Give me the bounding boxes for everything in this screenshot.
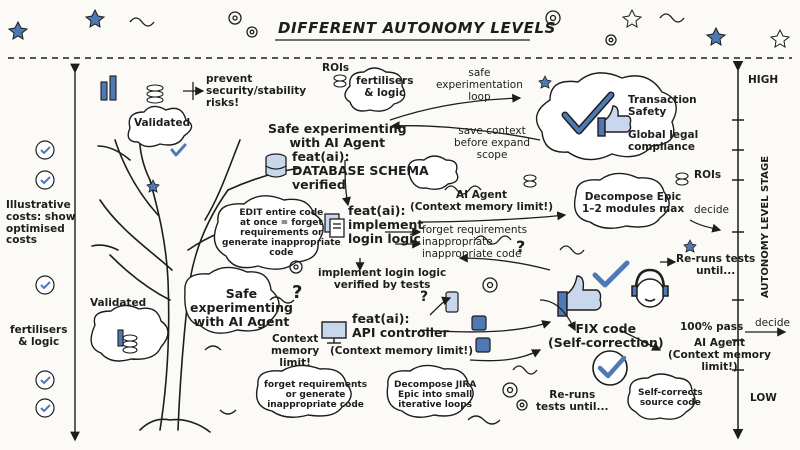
label-validated-top: Validated: [134, 117, 191, 129]
cloud-decompose-epic: [573, 172, 670, 229]
left-coin-column: [35, 140, 55, 418]
label-feat-api: feat(ai): API controller: [352, 311, 449, 340]
label-self-corrects: Self-corrects source code: [638, 388, 703, 409]
document-icons: [324, 213, 345, 238]
label-decide-mid: decide: [694, 204, 729, 216]
label-safe-experimenting-mid: Safe experimenting with AI Agent: [190, 286, 293, 329]
label-context-memory-left: Context memory limit!: [271, 333, 320, 369]
social-app-icons: [445, 291, 491, 353]
cloud-compliance: [535, 72, 677, 161]
money-stack-icons: [100, 74, 689, 354]
monitor-icon: [321, 321, 347, 344]
gear-icons: [289, 260, 528, 411]
label-safe-loop: safe experimentation loop: [436, 67, 523, 103]
label-illustrative-costs: Illustrative costs: show optimised costs: [6, 199, 76, 247]
cloud-validated-top: [127, 105, 193, 148]
axis-decide-label: decide: [755, 317, 790, 329]
label-transaction-safety: Transaction Safety: [628, 94, 697, 118]
label-prevent-risks: prevent security/stability risks!: [206, 73, 307, 109]
label-ai-agent-memory-right: AI Agent (Context memory limit!): [668, 337, 772, 373]
question-mark: ?: [420, 289, 429, 305]
label-fertilisers-left: fertilisers & logic: [10, 324, 68, 348]
label-fix-code: FIX code (Self-correction): [548, 321, 664, 350]
label-global-compliance: Global legal compliance: [628, 129, 699, 153]
axis-stage-label: AUTONOMY LEVEL STAGE: [760, 155, 771, 298]
axis-low-label: LOW: [750, 392, 777, 404]
label-feat-login: feat(ai): implement login logic: [348, 203, 424, 246]
label-pass-100: 100% pass: [680, 321, 744, 333]
thumbs-up-icons: [557, 105, 632, 317]
question-mark: ?: [292, 282, 303, 303]
squiggle-decor: [204, 185, 585, 425]
label-decompose-epic: Decompose Epic 1–2 modules max: [582, 191, 685, 215]
label-decompose-jira: Decompose JIRA Epic into small iterative…: [394, 380, 477, 411]
label-validated-left: Validated: [90, 297, 147, 309]
cloud-bubbles: [90, 67, 696, 420]
cloud-small-db: [407, 155, 459, 191]
database-icon: [265, 153, 287, 178]
label-forget-bottom: forget requirements or generate inapprop…: [264, 380, 368, 411]
page-title: DIFFERENT AUTONOMY LEVELS: [278, 19, 557, 37]
label-rois-right: ROIs: [694, 169, 722, 181]
cloud-forget-bottom: [255, 364, 352, 418]
label-implement-verified: implement login logic verified by tests: [318, 267, 447, 291]
cloud-edit-code: [213, 195, 324, 270]
cloud-fertilisers-top: [344, 67, 406, 112]
checkmark-icons: [170, 91, 630, 386]
label-ai-agent-memory-mid: AI Agent (Context memory limit!): [410, 189, 554, 213]
axis-high-label: HIGH: [748, 74, 779, 86]
label-safe-experimenting-top: Safe experimenting with AI Agent: [268, 121, 407, 150]
connector-arrows: [183, 82, 787, 362]
small-star-icons: [146, 75, 697, 253]
cloud-decompose-jira: [386, 364, 474, 418]
label-reruns-bottom: Re-runs tests until...: [536, 389, 609, 413]
question-mark: ?: [516, 237, 526, 256]
label-forget-requirements-mid: forget requirements inappropriate inappr…: [422, 224, 528, 260]
cloud-safe-experimenting-mid: [184, 266, 280, 334]
label-reruns-right: Re-runs tests until...: [676, 253, 756, 277]
label-feat-db: feat(ai): DATABASE SCHEMA verified: [292, 149, 429, 192]
label-rois-top: ROIs: [322, 62, 350, 74]
label-edit-code: EDIT entire code at once = forget requir…: [222, 208, 341, 259]
header-gear-icons: [129, 10, 685, 46]
label-fertilisers-top: fertilisers & logic: [356, 75, 414, 99]
cloud-self-corrects: [627, 373, 696, 420]
cloud-validated-left: [90, 304, 169, 362]
header-decor-icons: [7, 8, 791, 48]
label-save-context: save context before expand scope: [454, 125, 531, 161]
right-autonomy-axis: [732, 61, 744, 440]
label-api-memory: (Context memory limit!): [330, 345, 474, 357]
headset-agent-icon: [631, 268, 669, 308]
